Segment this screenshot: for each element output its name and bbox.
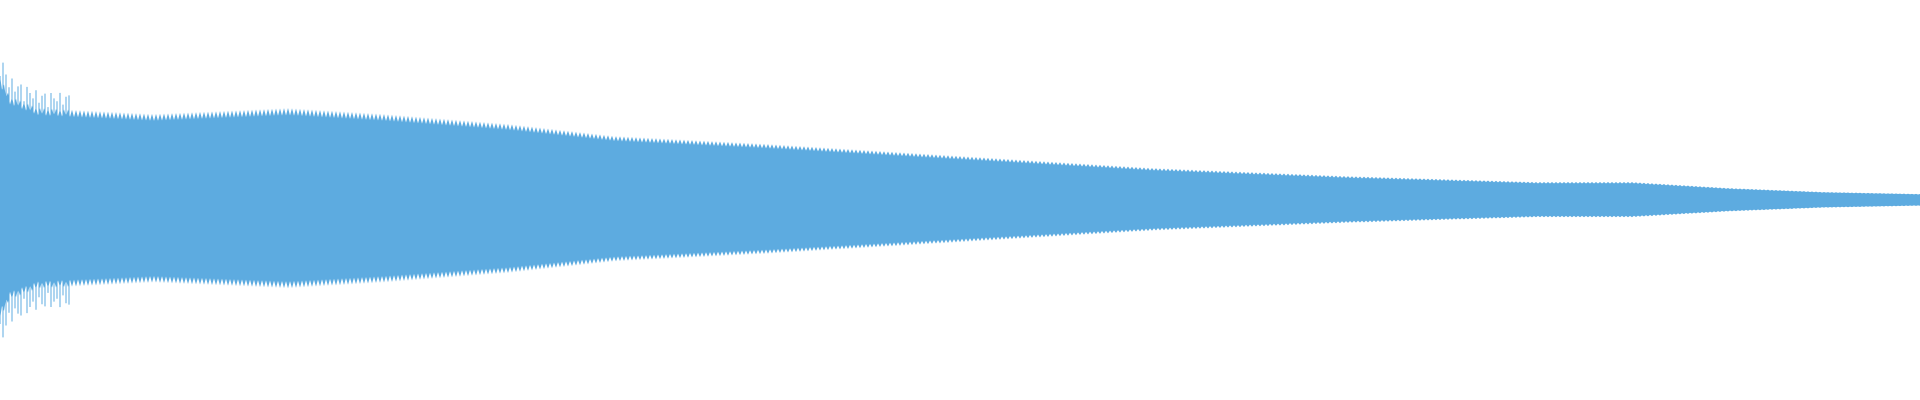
waveform-transient	[0, 62, 70, 338]
waveform-body	[0, 76, 1920, 320]
